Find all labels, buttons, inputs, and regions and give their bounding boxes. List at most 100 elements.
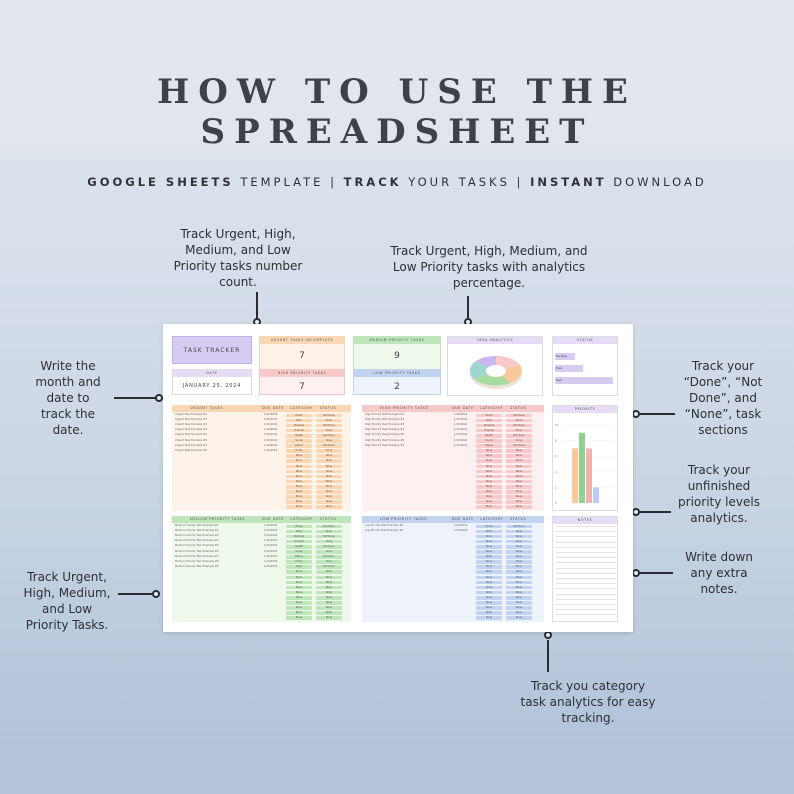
status-cell[interactable]: None — [316, 595, 342, 600]
category-cell[interactable]: None — [476, 500, 502, 504]
category-cell[interactable]: Work — [286, 529, 312, 534]
category-cell[interactable]: Work — [476, 418, 502, 423]
status-cell[interactable]: Not Done — [316, 423, 342, 428]
notes-line[interactable] — [556, 541, 616, 543]
category-cell[interactable]: Social — [476, 439, 502, 443]
status-cell[interactable]: Done — [316, 550, 342, 554]
notes-line[interactable] — [556, 614, 616, 615]
status-cell[interactable]: None — [316, 495, 342, 499]
notes-line[interactable] — [556, 604, 616, 605]
category-cell[interactable]: Home — [286, 560, 312, 564]
status-cell[interactable]: None — [316, 464, 342, 469]
status-cell[interactable]: None — [506, 560, 532, 564]
status-cell[interactable]: Done — [316, 529, 342, 534]
category-cell[interactable]: Personal — [286, 534, 312, 539]
category-cell[interactable]: Home — [476, 413, 502, 418]
status-cell[interactable]: Not Done — [316, 433, 342, 438]
status-cell[interactable]: None — [506, 505, 532, 509]
status-cell[interactable]: None — [316, 606, 342, 610]
status-cell[interactable]: Not Done — [316, 555, 342, 559]
category-cell[interactable]: None — [476, 565, 502, 569]
status-cell[interactable]: None — [506, 490, 532, 494]
category-cell[interactable]: None — [476, 469, 502, 474]
category-cell[interactable]: Home — [286, 449, 312, 453]
category-cell[interactable]: None — [476, 606, 502, 610]
category-cell[interactable]: None — [476, 459, 502, 464]
category-cell[interactable]: Errands — [476, 428, 502, 433]
status-cell[interactable]: None — [316, 616, 342, 620]
notes-line[interactable] — [556, 598, 616, 600]
status-cell[interactable]: None — [506, 575, 532, 580]
notes-line[interactable] — [556, 572, 616, 574]
category-cell[interactable]: Home — [286, 413, 312, 418]
category-cell[interactable]: None — [476, 539, 502, 544]
status-cell[interactable]: None — [506, 469, 532, 474]
category-cell[interactable]: Errands — [286, 428, 312, 433]
category-cell[interactable]: None — [476, 544, 502, 549]
category-cell[interactable]: None — [476, 474, 502, 479]
status-cell[interactable]: None — [316, 505, 342, 509]
category-cell[interactable]: None — [286, 484, 312, 489]
category-cell[interactable]: Others — [476, 444, 502, 448]
status-cell[interactable]: None — [506, 464, 532, 469]
status-cell[interactable]: None — [506, 454, 532, 458]
notes-line[interactable] — [556, 609, 616, 610]
status-cell[interactable]: None — [506, 544, 532, 549]
category-cell[interactable]: Health — [476, 433, 502, 438]
status-cell[interactable]: Done — [506, 529, 532, 534]
category-cell[interactable]: None — [476, 611, 502, 615]
status-cell[interactable]: None — [316, 454, 342, 458]
category-cell[interactable]: None — [476, 555, 502, 559]
category-cell[interactable]: None — [476, 595, 502, 600]
notes-line[interactable] — [556, 583, 616, 584]
category-cell[interactable]: None — [476, 495, 502, 499]
status-cell[interactable]: None — [506, 580, 532, 585]
status-cell[interactable]: Done — [506, 428, 532, 433]
status-cell[interactable]: Not Done — [506, 524, 532, 529]
category-cell[interactable]: None — [286, 606, 312, 610]
status-cell[interactable]: None — [506, 616, 532, 620]
notes-line[interactable] — [556, 557, 616, 558]
category-cell[interactable]: Work — [476, 529, 502, 534]
category-cell[interactable]: None — [286, 500, 312, 504]
status-cell[interactable]: None — [316, 611, 342, 615]
category-cell[interactable]: None — [286, 611, 312, 615]
category-cell[interactable]: Others — [286, 444, 312, 448]
category-cell[interactable]: Home — [476, 524, 502, 529]
category-cell[interactable]: None — [286, 570, 312, 575]
category-cell[interactable]: None — [286, 580, 312, 585]
status-cell[interactable]: None — [506, 474, 532, 479]
status-cell[interactable]: None — [506, 449, 532, 453]
category-cell[interactable]: None — [476, 550, 502, 554]
notes-line[interactable] — [556, 567, 616, 569]
status-cell[interactable]: None — [316, 500, 342, 504]
category-cell[interactable]: None — [476, 479, 502, 484]
status-cell[interactable]: Done — [316, 439, 342, 443]
status-cell[interactable]: None — [506, 459, 532, 464]
category-cell[interactable]: None — [286, 459, 312, 464]
category-cell[interactable]: None — [476, 464, 502, 469]
category-cell[interactable]: Health — [286, 433, 312, 438]
status-cell[interactable]: None — [316, 490, 342, 494]
status-cell[interactable]: Not Done — [506, 433, 532, 438]
notes-line[interactable] — [556, 578, 616, 579]
category-cell[interactable]: None — [476, 575, 502, 580]
category-cell[interactable]: Errands — [286, 539, 312, 544]
status-cell[interactable]: None — [506, 550, 532, 554]
category-cell[interactable]: None — [476, 449, 502, 453]
category-cell[interactable]: None — [286, 575, 312, 580]
status-cell[interactable]: None — [316, 474, 342, 479]
notes-line[interactable] — [556, 536, 616, 537]
notes-line[interactable] — [556, 546, 616, 548]
status-cell[interactable]: None — [506, 479, 532, 484]
status-cell[interactable]: None — [506, 495, 532, 499]
status-cell[interactable]: None — [316, 585, 342, 590]
category-cell[interactable]: None — [286, 490, 312, 494]
status-cell[interactable]: Not Done — [506, 444, 532, 448]
status-cell[interactable]: Done — [316, 539, 342, 544]
notes-line[interactable] — [556, 593, 616, 595]
category-cell[interactable]: None — [286, 601, 312, 605]
status-cell[interactable]: None — [316, 590, 342, 595]
category-cell[interactable]: Personal — [286, 423, 312, 428]
category-cell[interactable]: None — [476, 534, 502, 539]
